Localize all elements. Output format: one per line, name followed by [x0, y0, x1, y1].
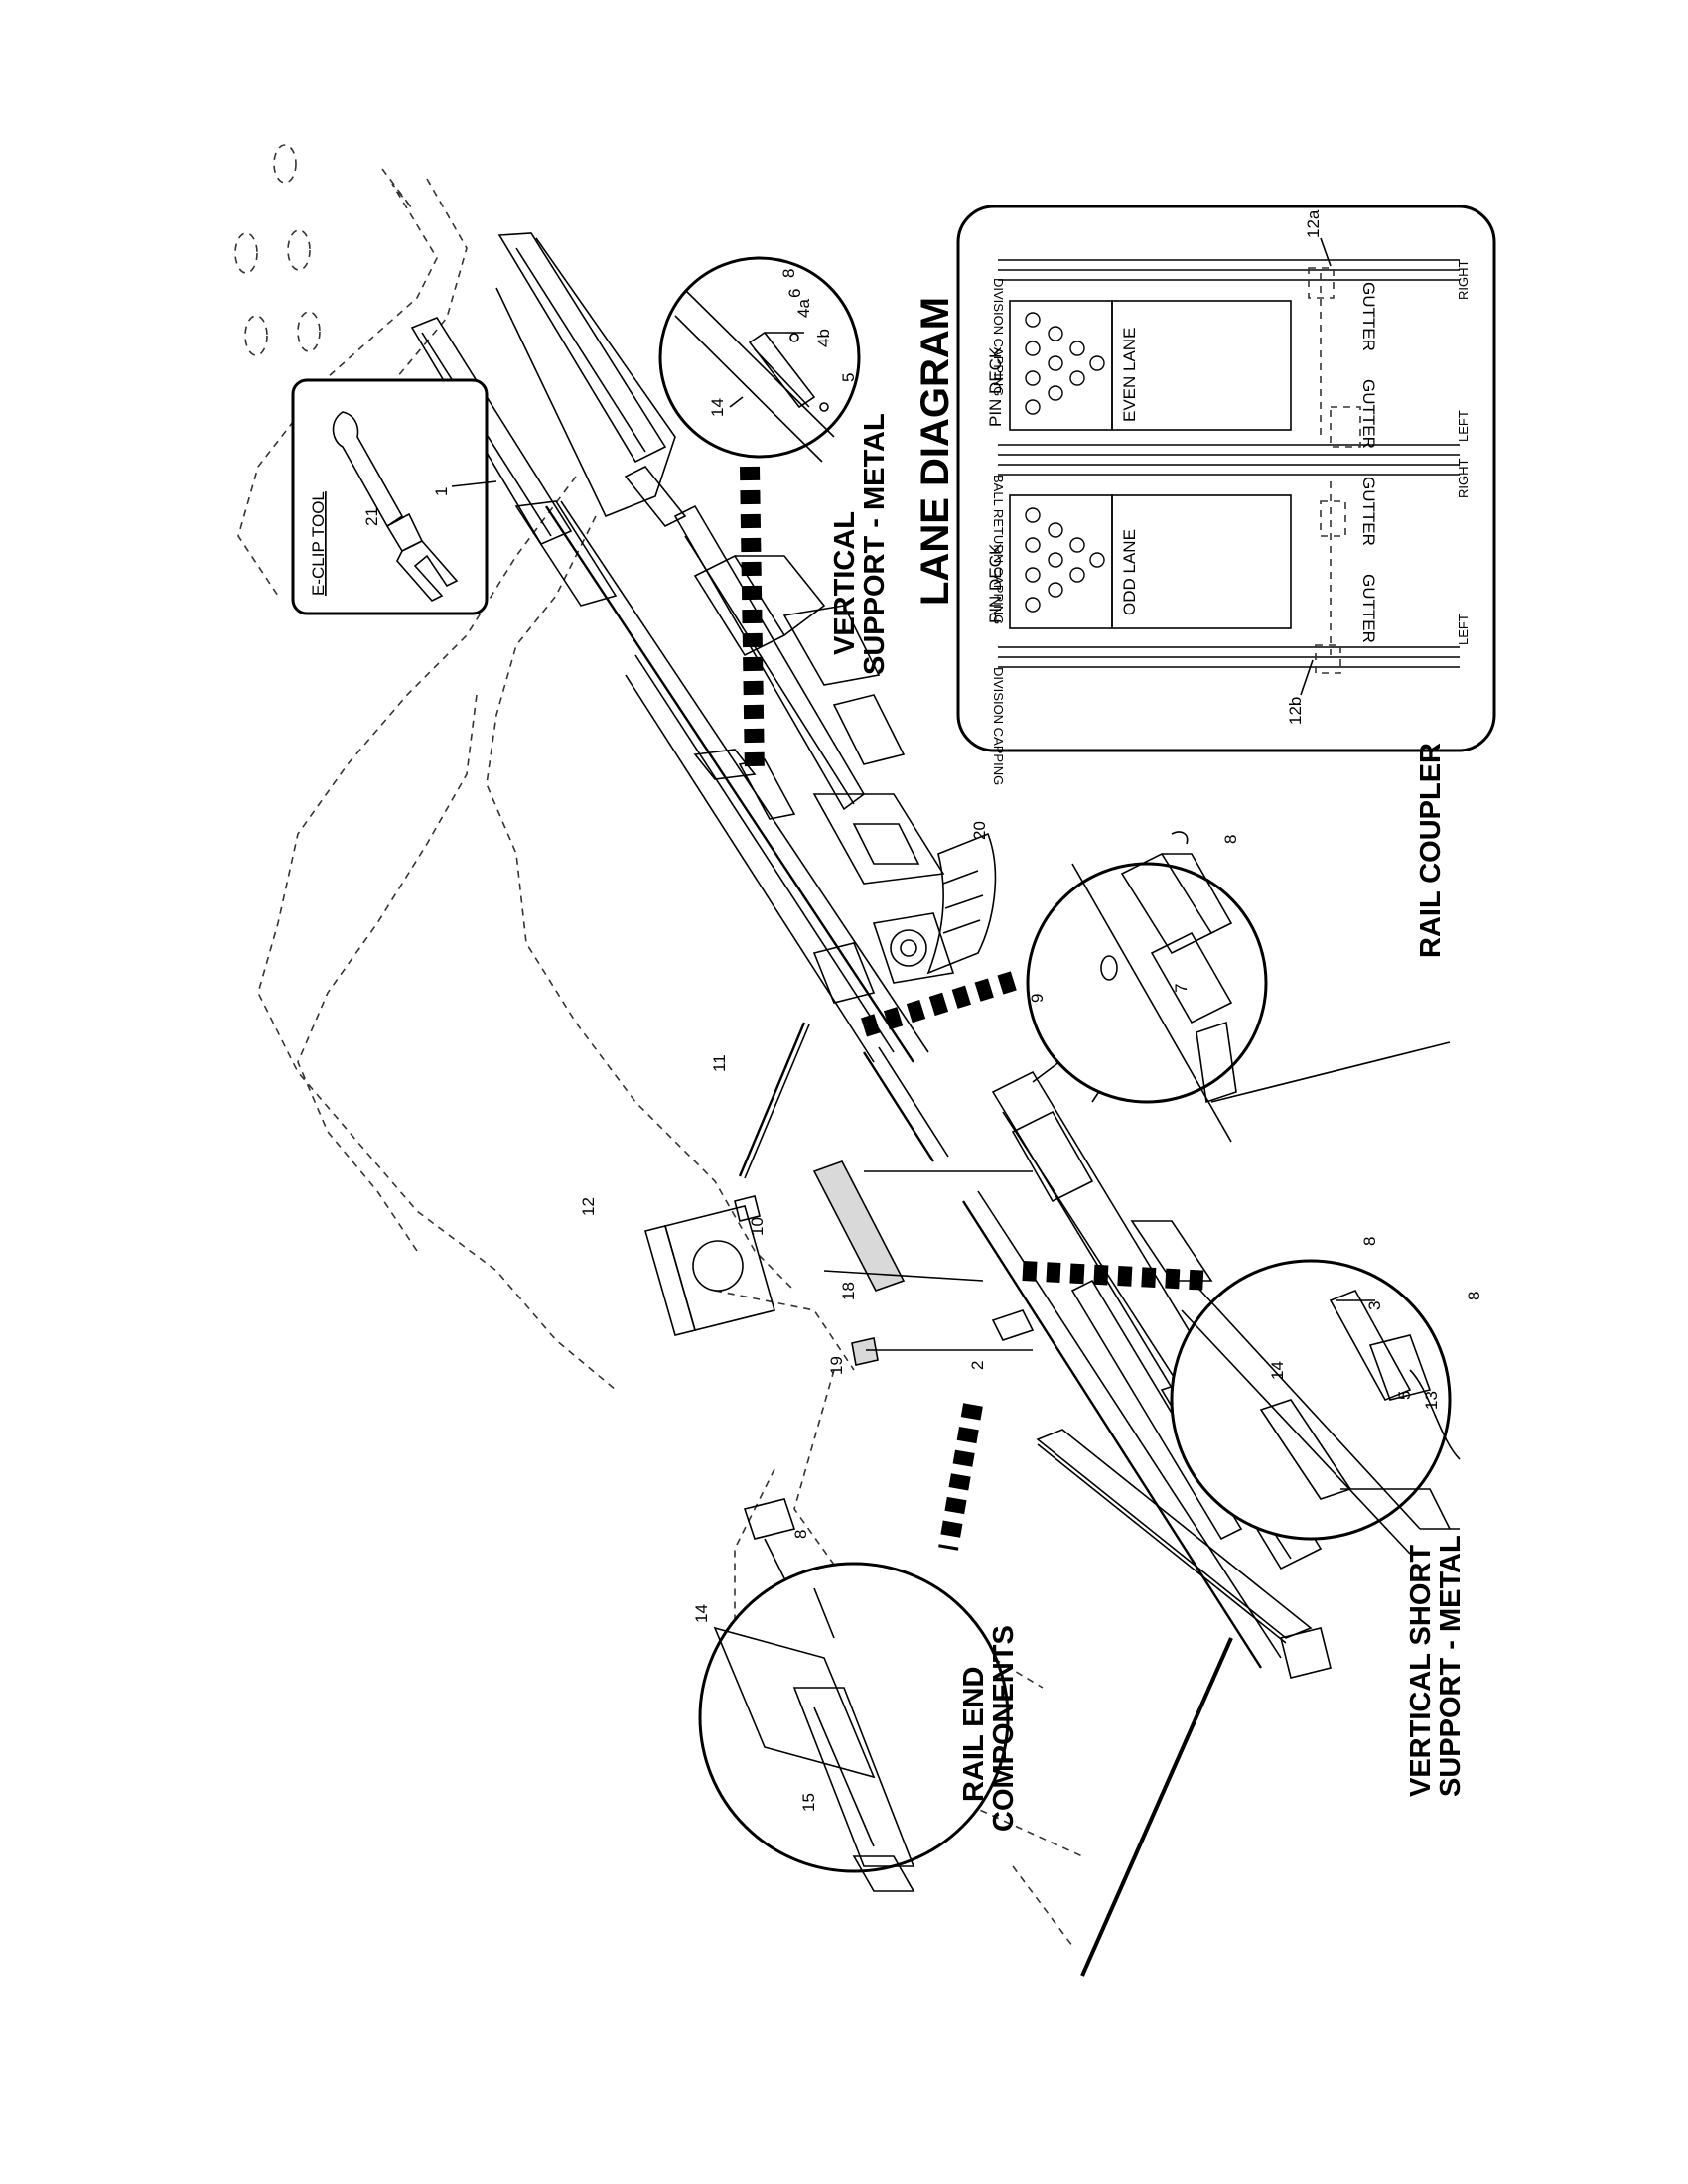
odd-lane-label: ODD LANE: [1120, 529, 1139, 615]
part-label-5-short: 5: [1395, 1391, 1414, 1400]
right-label-upper: RIGHT: [1456, 260, 1471, 301]
part-label-8-coupler: 8: [1221, 835, 1240, 844]
vertical-support-bubble: [658, 256, 861, 775]
part-label-13: 13: [1422, 1391, 1441, 1410]
part-label-18: 18: [839, 1282, 858, 1300]
division-capping-label-lower: DIVISION CAPPING: [991, 667, 1006, 785]
division-capping-label-upper: DIVISION CAPPING: [991, 278, 1006, 396]
part-number-labels: 1 2 3 4a 4b 5 5 6 7 8 8 8 8 8 9 10 11 12…: [432, 269, 1483, 1812]
part-label-3: 3: [1365, 1301, 1384, 1310]
pin-deck-label-lower: PIN DECK: [986, 543, 1005, 623]
gutter-left-upper: GUTTER: [1359, 379, 1378, 449]
part-label-14-end: 14: [692, 1604, 711, 1623]
part-label-7: 7: [1172, 984, 1191, 993]
gutter-right-lower: GUTTER: [1359, 477, 1378, 546]
rail-coupler-bubble: [861, 831, 1451, 1143]
callout-vertical-support-line2: SUPPORT - METAL: [859, 413, 891, 675]
e-clip-tool-drawing: [332, 411, 459, 602]
part-label-12: 12: [579, 1197, 598, 1216]
left-label-lower: LEFT: [1456, 614, 1471, 645]
gutter-right-upper: GUTTER: [1359, 282, 1378, 351]
part-label-4b: 4b: [814, 329, 833, 347]
part-label-2: 2: [968, 1361, 987, 1370]
even-lane-label: EVEN LANE: [1120, 328, 1139, 422]
part-label-14-short: 14: [1268, 1361, 1287, 1380]
rail-end-bubble: [698, 1403, 1233, 1977]
part-label-9: 9: [1028, 994, 1047, 1003]
lane-diagram: LANE DIAGRAM PIN DECK PIN DECK EVEN LANE…: [914, 205, 1496, 785]
lane-diagram-title: LANE DIAGRAM: [914, 297, 957, 606]
part-label-6: 6: [785, 289, 804, 298]
ref-12b: 12b: [1286, 697, 1305, 725]
part-label-8-end: 8: [791, 1530, 810, 1539]
part-label-5: 5: [839, 373, 858, 382]
part-label-8-short-a: 8: [1360, 1237, 1379, 1246]
part-label-11: 11: [710, 1054, 729, 1072]
pin-deck-label-upper: PIN DECK: [986, 346, 1005, 427]
part-label-14-vs: 14: [708, 398, 727, 417]
callout-rail-end-line2: COMPONENTS: [988, 1625, 1020, 1832]
left-label-upper: LEFT: [1456, 410, 1471, 442]
part-label-1: 1: [432, 487, 451, 496]
callout-vertical-short-line2: SUPPORT - METAL: [1435, 1535, 1467, 1797]
part-label-8-short-b: 8: [1465, 1292, 1483, 1300]
part-label-10: 10: [748, 1217, 767, 1236]
e-clip-tool-box: E-CLIP TOOL 21: [291, 378, 489, 615]
part-label-15: 15: [799, 1793, 818, 1812]
callout-vertical-short-line1: VERTICAL SHORT: [1405, 1545, 1437, 1797]
right-label-lower: RIGHT: [1456, 459, 1471, 499]
gutter-left-lower: GUTTER: [1359, 574, 1378, 643]
lane-diagram-lines: [998, 237, 1460, 696]
part-label-8-vs: 8: [779, 269, 798, 278]
pins-upper: [1025, 312, 1105, 415]
part-label-19: 19: [827, 1356, 846, 1375]
part-label-21: 21: [362, 507, 381, 526]
vertical-short-support-bubble: [1022, 1259, 1461, 1555]
callout-rail-coupler: RAIL COUPLER: [1415, 743, 1447, 958]
mounting-parts: [644, 1022, 1035, 1366]
callout-rail-end-line1: RAIL END: [958, 1667, 990, 1802]
part-label-4a: 4a: [794, 299, 813, 318]
part-label-20: 20: [970, 821, 989, 840]
callout-vertical-support-line1: VERTICAL: [829, 511, 861, 655]
ball-return-capping-label: BALL RETURN CAPPING: [991, 475, 1006, 624]
pins-lower: [1025, 507, 1105, 613]
ref-12a: 12a: [1304, 209, 1323, 238]
e-clip-tool-title: E-CLIP TOOL: [309, 491, 328, 596]
